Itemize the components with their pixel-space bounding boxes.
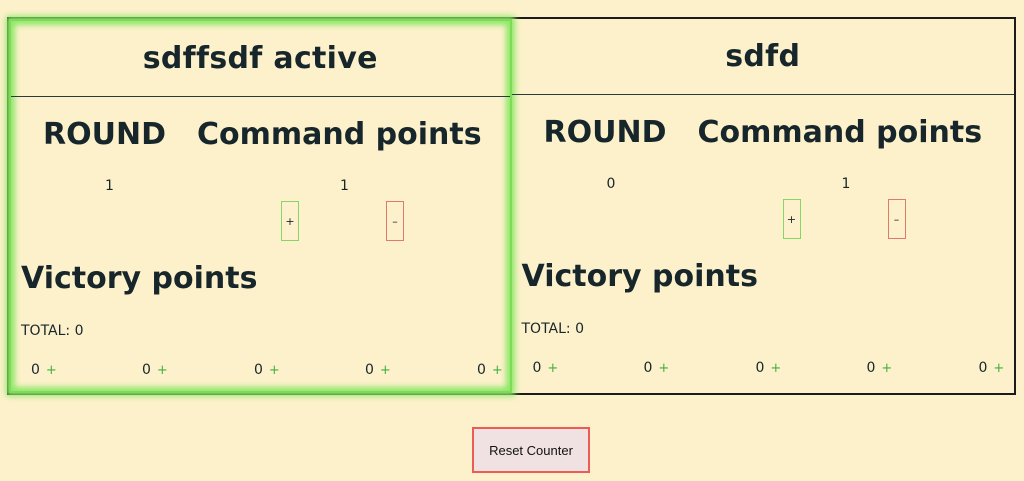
vp-value: 0 [254, 362, 263, 378]
vp-plus-button[interactable]: + [881, 361, 893, 376]
vp-value: 0 [532, 360, 542, 376]
vp-counter: 0+ [644, 360, 670, 376]
reset-counter-button[interactable]: Reset Counter [472, 427, 590, 473]
vp-plus-button[interactable]: + [770, 361, 782, 376]
vp-plus-button[interactable]: + [491, 363, 503, 378]
vp-plus-button[interactable]: + [156, 363, 168, 378]
command-points-minus-button[interactable]: – [386, 201, 404, 241]
vp-value: 0 [643, 360, 653, 376]
scoreboard: sdffsdf active ROUND Command points 1 1 … [7, 17, 1016, 395]
vp-value: 0 [477, 362, 486, 378]
vp-counter: 0+ [979, 360, 1005, 376]
player-panel-1: sdffsdf active ROUND Command points 1 1 … [9, 19, 512, 393]
victory-points-label: Victory points [521, 259, 758, 294]
vp-counter: 0+ [31, 362, 57, 378]
vp-plus-button[interactable]: + [993, 361, 1005, 376]
victory-points-total: TOTAL: 0 [21, 323, 84, 339]
vp-counter: 0+ [142, 362, 168, 378]
command-points-label: Command points [697, 115, 983, 150]
round-label: ROUND [543, 115, 667, 150]
vp-plus-button[interactable]: + [658, 361, 670, 376]
vp-plus-button[interactable]: + [379, 363, 391, 378]
command-points-label: Command points [197, 117, 482, 152]
command-points-minus-button[interactable]: – [887, 199, 906, 239]
vp-value: 0 [866, 360, 876, 376]
vp-plus-button[interactable]: + [547, 361, 559, 376]
vp-counter: 0+ [867, 360, 893, 376]
vp-counter: 0+ [477, 362, 503, 378]
vp-counter: 0+ [365, 362, 391, 378]
command-points-value: 1 [841, 176, 851, 192]
round-label: ROUND [43, 117, 166, 152]
vp-counter: 0+ [756, 360, 782, 376]
command-points-plus-button[interactable]: + [281, 201, 299, 241]
vp-counter: 0+ [254, 362, 280, 378]
victory-points-row: 0+ 0+ 0+ 0+ 0+ [11, 362, 510, 382]
vp-value: 0 [755, 360, 765, 376]
round-value: 0 [606, 176, 616, 192]
vp-value: 0 [365, 362, 374, 378]
round-value: 1 [105, 178, 114, 194]
command-points-plus-button[interactable]: + [782, 199, 801, 239]
vp-value: 0 [142, 362, 151, 378]
victory-points-row: 0+ 0+ 0+ 0+ 0+ [512, 360, 1015, 380]
vp-value: 0 [978, 360, 988, 376]
player-name: sdfd [511, 19, 1014, 95]
player-panel-2: sdfd ROUND Command points 0 1 + – Victor… [511, 19, 1015, 393]
victory-points-label: Victory points [21, 261, 258, 296]
player-name: sdffsdf active [11, 21, 510, 97]
vp-value: 0 [31, 362, 40, 378]
vp-counter: 0+ [533, 360, 559, 376]
command-points-value: 1 [340, 178, 349, 194]
vp-plus-button[interactable]: + [268, 363, 280, 378]
victory-points-total: TOTAL: 0 [521, 321, 585, 337]
vp-plus-button[interactable]: + [45, 363, 57, 378]
